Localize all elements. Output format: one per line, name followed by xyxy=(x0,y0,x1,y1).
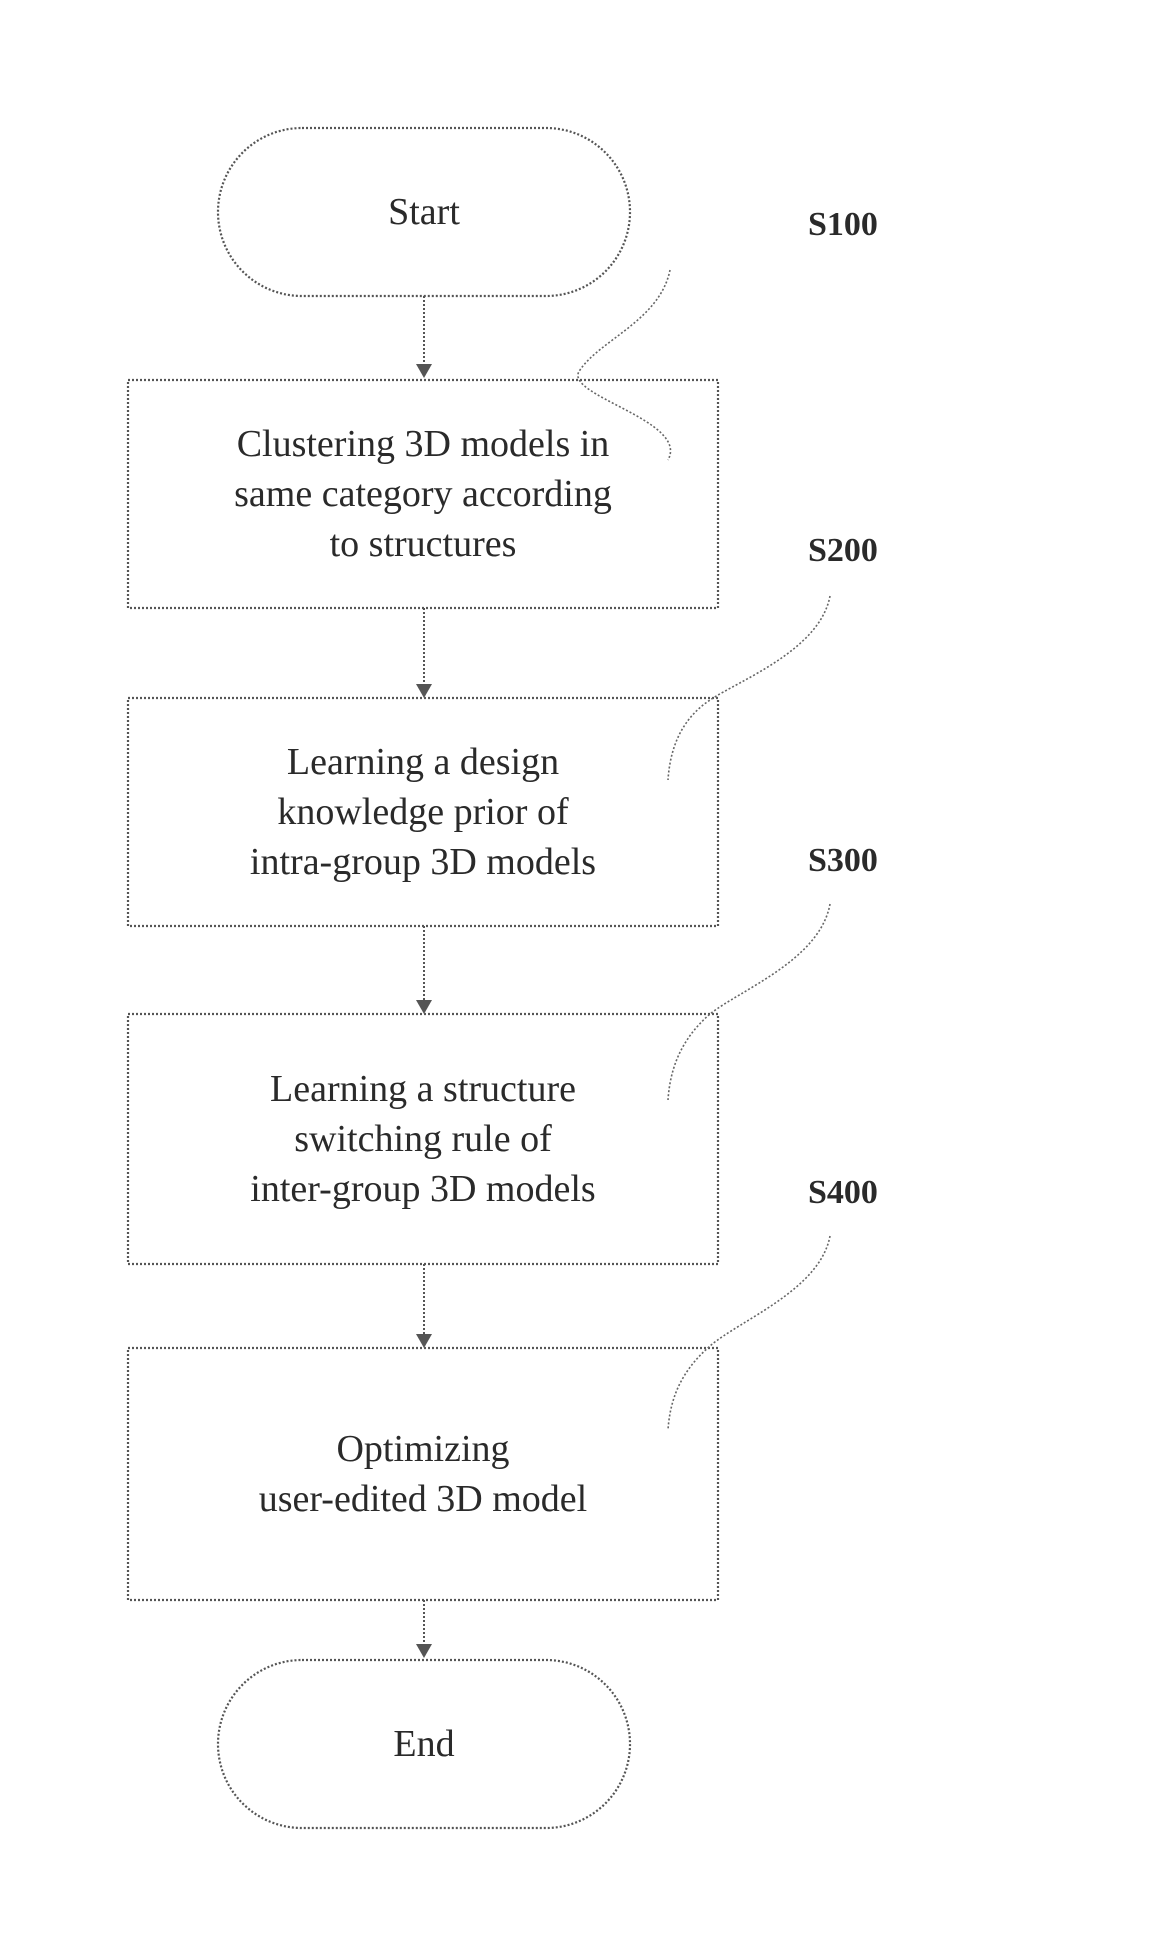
step-line: Learning a structure xyxy=(270,1064,576,1114)
step-line: Learning a design xyxy=(287,737,559,787)
step-id-s200: S200 xyxy=(808,532,878,570)
end-text: End xyxy=(393,1719,454,1769)
step-id-s400: S400 xyxy=(808,1174,878,1212)
end-label: End xyxy=(218,1660,630,1828)
step-text-s300: Learning a structure switching rule of i… xyxy=(128,1014,718,1264)
step-line: switching rule of xyxy=(294,1114,552,1164)
step-line: same category according xyxy=(234,469,612,519)
step-id-s300: S300 xyxy=(808,842,878,880)
step-id-s100: S100 xyxy=(808,206,878,244)
arrow-s300-to-s400 xyxy=(416,1264,432,1348)
arrow-s100-to-s200 xyxy=(416,608,432,698)
arrow-s200-to-s300 xyxy=(416,926,432,1014)
arrow-start-to-s100 xyxy=(416,296,432,378)
step-line: intra-group 3D models xyxy=(250,837,596,887)
step-line: Clustering 3D models in xyxy=(237,419,610,469)
step-text-s100: Clustering 3D models in same category ac… xyxy=(128,380,718,608)
step-text-s400: Optimizing user-edited 3D model xyxy=(128,1348,718,1600)
step-text-s200: Learning a design knowledge prior of int… xyxy=(128,698,718,926)
step-line: to structures xyxy=(330,519,517,569)
step-line: knowledge prior of xyxy=(277,787,568,837)
step-line: Optimizing xyxy=(336,1424,509,1474)
step-line: user-edited 3D model xyxy=(259,1474,587,1524)
start-label: Start xyxy=(218,128,630,296)
start-text: Start xyxy=(388,187,460,237)
arrow-s400-to-end xyxy=(416,1600,432,1658)
step-line: inter-group 3D models xyxy=(250,1164,595,1214)
